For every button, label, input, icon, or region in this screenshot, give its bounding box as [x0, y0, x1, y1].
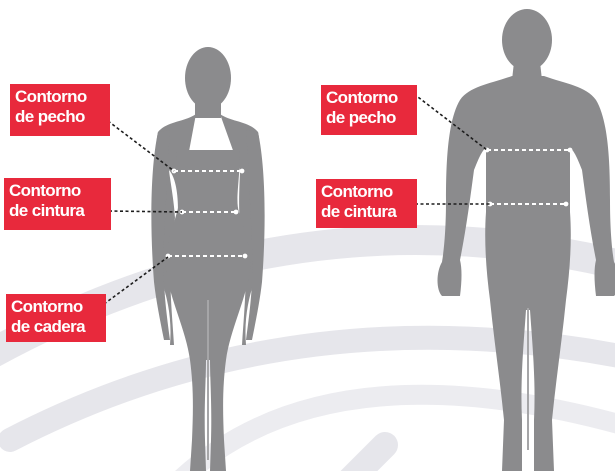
female-waist-label-line2: de cintura — [9, 201, 85, 220]
female-waist-label: Contorno de cintura — [4, 178, 111, 230]
female-chest-label-line2: de pecho — [15, 107, 85, 126]
male-chest-leader — [413, 93, 488, 151]
female-leg-gap — [207, 300, 209, 460]
female-chest-label: Contorno de pecho — [10, 84, 110, 136]
male-leg-gap — [527, 308, 529, 450]
male-waist-label-line1: Contorno — [321, 182, 393, 201]
male-chest-label-line2: de pecho — [326, 108, 396, 127]
female-chest-label-line1: Contorno — [15, 87, 87, 106]
male-waist-label-line2: de cintura — [321, 202, 397, 221]
female-waist-label-line1: Contorno — [9, 181, 81, 200]
female-hip-label: Contorno de cadera — [6, 294, 106, 342]
female-waist-leader — [108, 210, 183, 213]
female-hip-leader — [103, 256, 169, 305]
female-chest-leader — [107, 120, 175, 172]
female-hip-label-line2: de cadera — [11, 317, 86, 336]
male-chest-label-line1: Contorno — [326, 88, 398, 107]
female-hip-label-line1: Contorno — [11, 297, 83, 316]
male-chest-label: Contorno de pecho — [321, 85, 417, 135]
male-waist-label: Contorno de cintura — [316, 179, 417, 228]
male-silhouette — [437, 9, 615, 471]
leader-lines — [103, 93, 490, 305]
measure-lines — [168, 149, 570, 257]
